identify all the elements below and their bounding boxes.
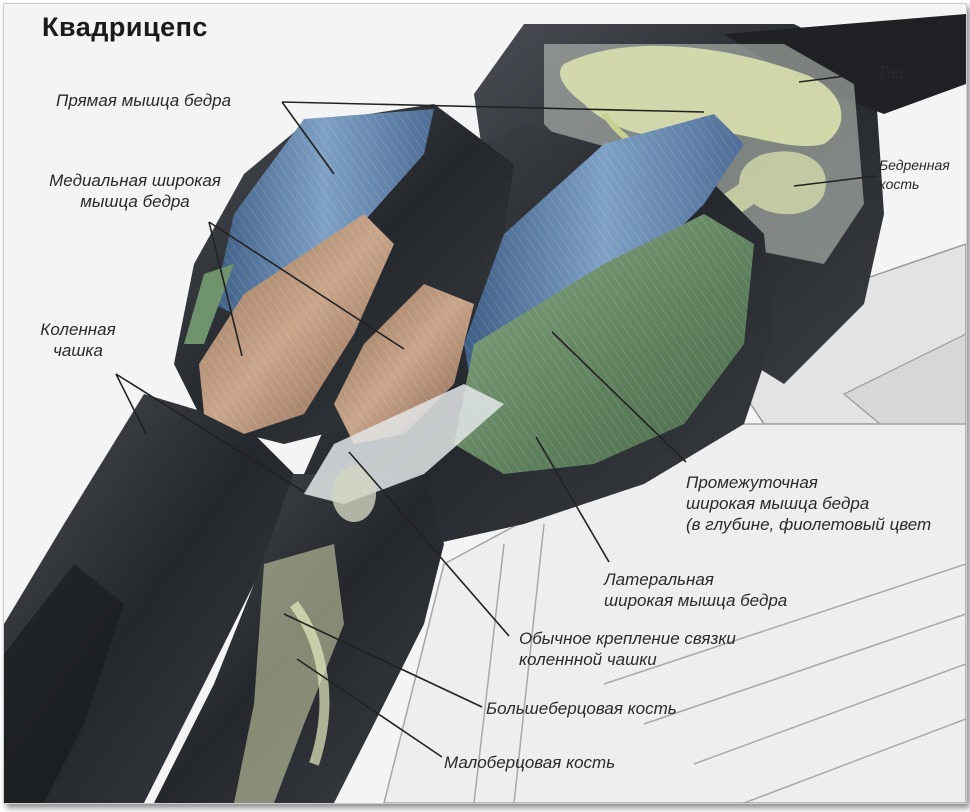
label-patella: Коленная чашка bbox=[40, 320, 116, 360]
far-vastus-medialis bbox=[199, 214, 394, 434]
leader-lines bbox=[115, 71, 877, 758]
diagram-title: Квадрицепс bbox=[42, 12, 208, 42]
label-patellar-ligament: Обычное крепление связки коленнной чашки bbox=[519, 629, 736, 669]
near-lower-leg bbox=[154, 474, 444, 803]
patellar-tendon bbox=[304, 384, 504, 522]
label-vastus-lateralis: Латеральная широкая мышца бедра bbox=[604, 570, 788, 610]
far-lower-leg bbox=[4, 394, 294, 803]
label-tibia: Большеберцовая кость bbox=[486, 699, 677, 718]
label-vastus-medialis: Медиальная широкая мышца бедра bbox=[49, 171, 221, 211]
label-vastus-intermedius: Промежуточная широкая мышца бедра (в глу… bbox=[686, 473, 932, 534]
quadriceps-illustration bbox=[4, 14, 966, 803]
near-vastus-medialis bbox=[334, 284, 474, 444]
far-rectus-femoris bbox=[214, 109, 434, 324]
diagram-canvas: Квадрицепс Таз Прямая мышца бедра Бедрен… bbox=[3, 3, 967, 804]
label-fibula: Малоберцовая кость bbox=[444, 753, 616, 772]
near-vastus-lateralis bbox=[454, 214, 754, 474]
label-femur: Бедренная кость bbox=[879, 157, 950, 192]
far-vastus-lateralis-edge bbox=[184, 264, 234, 344]
label-rectus-femoris: Прямая мышца бедра bbox=[56, 91, 232, 110]
label-pelvis: Таз bbox=[877, 63, 904, 82]
